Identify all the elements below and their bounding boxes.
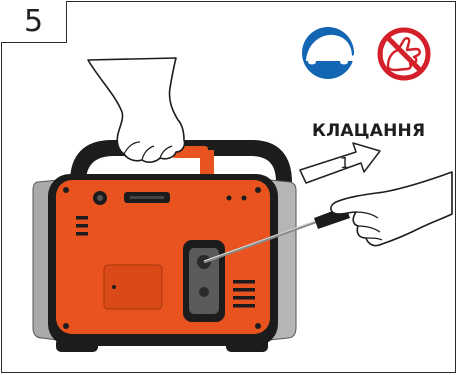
no-force-icon: [380, 30, 428, 78]
hand-right: [331, 172, 452, 246]
generator: [33, 140, 296, 352]
arrow-step-number: 1: [340, 154, 350, 172]
turtle-icon: [302, 27, 361, 79]
